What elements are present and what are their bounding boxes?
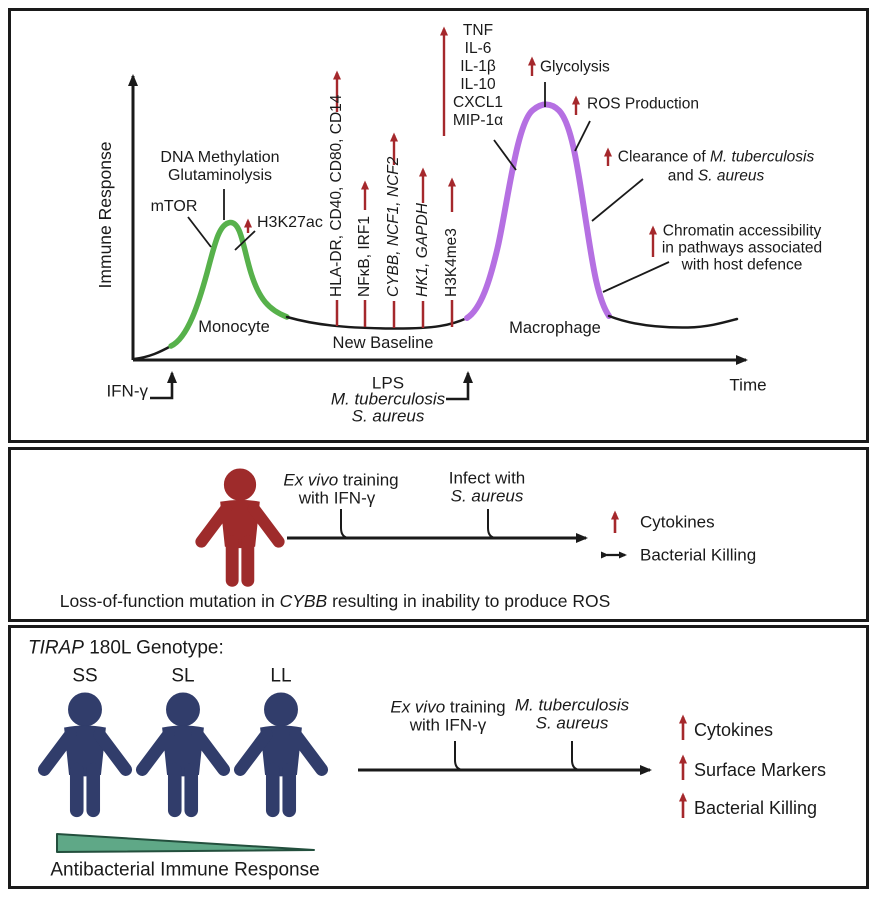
s-aureus-label: S. aureus	[351, 406, 425, 426]
with-ifn-label-p2: with IFN-γ	[298, 488, 376, 508]
with-ifn-label-p3: with IFN-γ	[409, 715, 487, 735]
infect-with-label: Infect with	[448, 468, 526, 488]
genotype-label-sl: SL	[171, 665, 195, 687]
y-axis-label: Immune Response	[95, 141, 116, 289]
baseline-column-glycolysis-genes: HK1, GAPDH	[414, 203, 431, 297]
wedge-caption: Antibacterial Immune Response	[50, 859, 320, 881]
cybb-caption: Loss-of-function mutation in CYBB result…	[59, 591, 611, 612]
outcome-surface-markers-label: Surface Markers	[694, 759, 827, 780]
chromatin-label-line2: in pathways associated	[661, 239, 823, 257]
ex-vivo-training-label-p2: Ex vivo training	[283, 470, 399, 490]
outcome-cytokines-label-p3: Cytokines	[694, 719, 774, 740]
ros-production-label: ROS Production	[587, 95, 699, 113]
s-aureus-label-p2: S. aureus	[450, 486, 524, 506]
new-baseline-label: New Baseline	[332, 333, 434, 352]
ifn-gamma-label: IFN-γ	[106, 381, 148, 401]
m-tuberculosis-label: M. tuberculosis	[330, 389, 446, 409]
cytokine-item: MIP-1α	[452, 112, 504, 129]
baseline-column-h3k4me3: H3K4me3	[443, 228, 460, 297]
genotype-label-ss: SS	[72, 665, 98, 687]
panel-cybb-experiment	[8, 447, 869, 622]
baseline-column-tf: NFκB, IRF1	[356, 216, 373, 297]
bacterial-killing-outcome-label-p2: Bacterial Killing	[640, 545, 757, 565]
cytokine-item: TNF	[462, 22, 494, 39]
baseline-column-surface-markers: HLA-DR, CD40, CD80, CD14	[328, 94, 345, 297]
m-tuberculosis-label-p3: M. tuberculosis	[514, 695, 630, 715]
chromatin-label-line3: with host defence	[681, 256, 803, 274]
chromatin-label-line1: Chromatin accessibility	[662, 222, 822, 240]
glycolysis-label: Glycolysis	[540, 58, 610, 76]
h3k27ac-label: H3K27ac	[257, 214, 323, 232]
ex-vivo-training-label-p3: Ex vivo training	[390, 697, 506, 717]
cytokine-list: TNF IL-6 IL-1β IL-10 CXCL1 MIP-1α	[453, 22, 503, 130]
x-axis-label: Time	[729, 375, 767, 395]
cytokine-item: IL-1β	[460, 58, 496, 75]
s-aureus-label-p3: S. aureus	[535, 713, 609, 733]
cytokine-item: IL-6	[464, 40, 492, 57]
monocyte-label: Monocyte	[198, 317, 270, 336]
cytokine-item: CXCL1	[453, 94, 503, 111]
glutaminolysis-label: Glutaminolysis	[167, 167, 273, 185]
lps-label: LPS	[371, 373, 405, 393]
genotype-label-ll: LL	[270, 665, 292, 687]
tirap-genotype-title: TIRAP 180L Genotype:	[28, 637, 224, 659]
panel-immune-response-graph	[8, 8, 869, 443]
macrophage-label: Macrophage	[509, 318, 601, 337]
clearance-label-line1: Clearance of M. tuberculosis	[617, 148, 815, 166]
dna-methylation-label: DNA Methylation	[160, 149, 280, 167]
cytokines-outcome-label-p2: Cytokines	[640, 512, 715, 532]
baseline-column-nadph-genes: CYBB, NCF1, NCF2	[385, 156, 402, 297]
panel-tirap-experiment	[8, 625, 869, 889]
cytokine-item: IL-10	[460, 76, 496, 93]
outcome-bacterial-killing-label: Bacterial Killing	[694, 797, 818, 818]
clearance-label-line2: and S. aureus	[667, 167, 765, 185]
mtor-label: mTOR	[150, 198, 198, 216]
